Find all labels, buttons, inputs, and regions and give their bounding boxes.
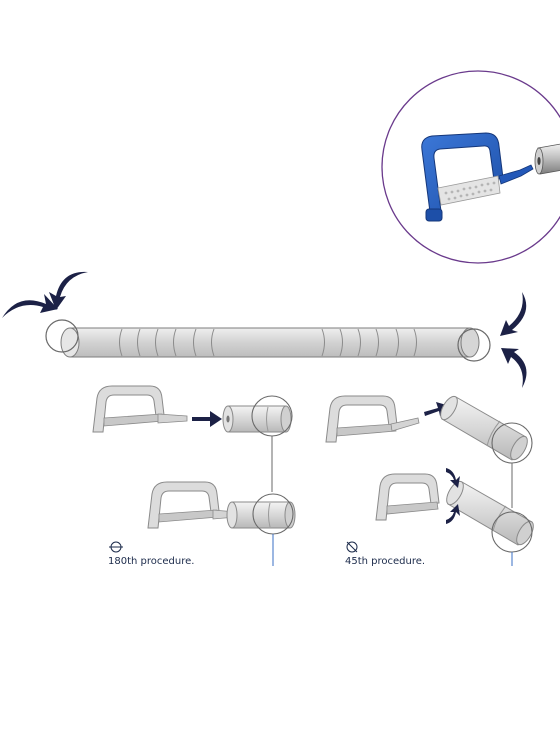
curved-arrow-icon	[49, 271, 88, 310]
procedure-180	[92, 385, 296, 566]
handle-piece-top-right	[440, 395, 533, 464]
curved-arrow-icon	[2, 294, 58, 318]
holder-bottom-left	[147, 481, 237, 529]
curved-arrow-icon	[446, 468, 460, 488]
handle-piece-bottom-right	[446, 480, 534, 553]
handle-piece-top-left	[222, 395, 293, 437]
curved-arrow-icon	[501, 348, 527, 388]
curved-arrow-icon	[500, 292, 527, 336]
curved-arrow-icon	[446, 504, 460, 524]
circle-with-diagonal-line-icon	[346, 541, 358, 553]
handle-piece-bottom-left	[226, 493, 296, 535]
handle-rod	[45, 319, 491, 362]
rod-end-left-marker	[45, 319, 79, 353]
inset-detail	[381, 70, 560, 264]
caption-180-procedure: 180th procedure.	[108, 556, 195, 567]
procedure-45	[325, 395, 534, 566]
circle-with-horizontal-line-icon	[109, 541, 123, 553]
caption-45-procedure: 45th procedure.	[345, 556, 426, 567]
holder-bottom-right	[375, 473, 440, 521]
abrasive-strip	[437, 175, 501, 206]
rod-end-right-marker	[457, 328, 491, 362]
inset-circle	[381, 70, 560, 264]
arrow-icon	[192, 411, 222, 427]
holder-top-right	[325, 395, 420, 443]
holder-top-left	[92, 385, 188, 433]
metal-handle	[534, 141, 560, 175]
